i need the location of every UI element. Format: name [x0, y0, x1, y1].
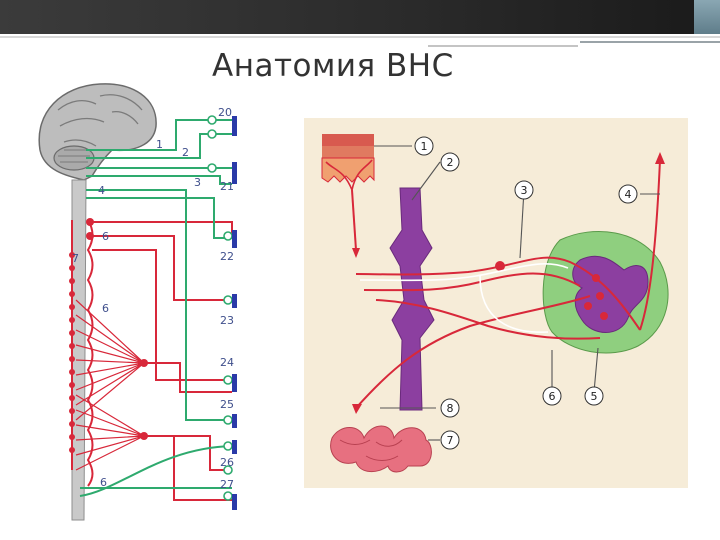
decor-line: [580, 41, 720, 43]
callout-number: 1: [421, 140, 428, 153]
left-label: 4: [98, 184, 105, 197]
organ-number: 26: [220, 456, 234, 469]
organ-number: 21: [220, 180, 234, 193]
organ-number: 25: [220, 398, 234, 411]
callout-number: 8: [447, 402, 454, 415]
left-label: 3: [194, 176, 201, 189]
organ-number: 27: [220, 478, 234, 491]
callout-number: 5: [591, 390, 598, 403]
left-diagram: 1 2 3 4 6 7 6 6 20 21 22 23 24 25 26 27: [38, 83, 237, 521]
top-bar-accent: [694, 0, 720, 34]
left-label: 7: [72, 252, 79, 265]
page-title: Анатомия ВНС: [212, 48, 454, 84]
left-label: 6: [102, 302, 109, 315]
brain-illustration: [38, 83, 157, 181]
organ-number: 22: [220, 250, 234, 263]
callout-number: 4: [625, 188, 632, 201]
callout-number: 7: [447, 434, 454, 447]
decor-line: [0, 36, 720, 38]
callout-number: 6: [549, 390, 556, 403]
organ-number: 24: [220, 356, 234, 369]
right-diagram: 1 2 3 4 5 6 7 8: [304, 118, 688, 488]
organ-number: 23: [220, 314, 234, 327]
sympathetic-trunk: [389, 187, 435, 411]
intestine: [330, 425, 432, 473]
top-bar: [0, 0, 720, 34]
left-label: 6: [100, 476, 107, 489]
organ-number: 20: [218, 106, 232, 119]
left-label: 2: [182, 146, 189, 159]
callout-number: 2: [447, 156, 454, 169]
callout-number: 3: [521, 184, 528, 197]
left-label: 6: [102, 230, 109, 243]
decor-line: [428, 45, 578, 47]
left-label: 1: [156, 138, 163, 151]
